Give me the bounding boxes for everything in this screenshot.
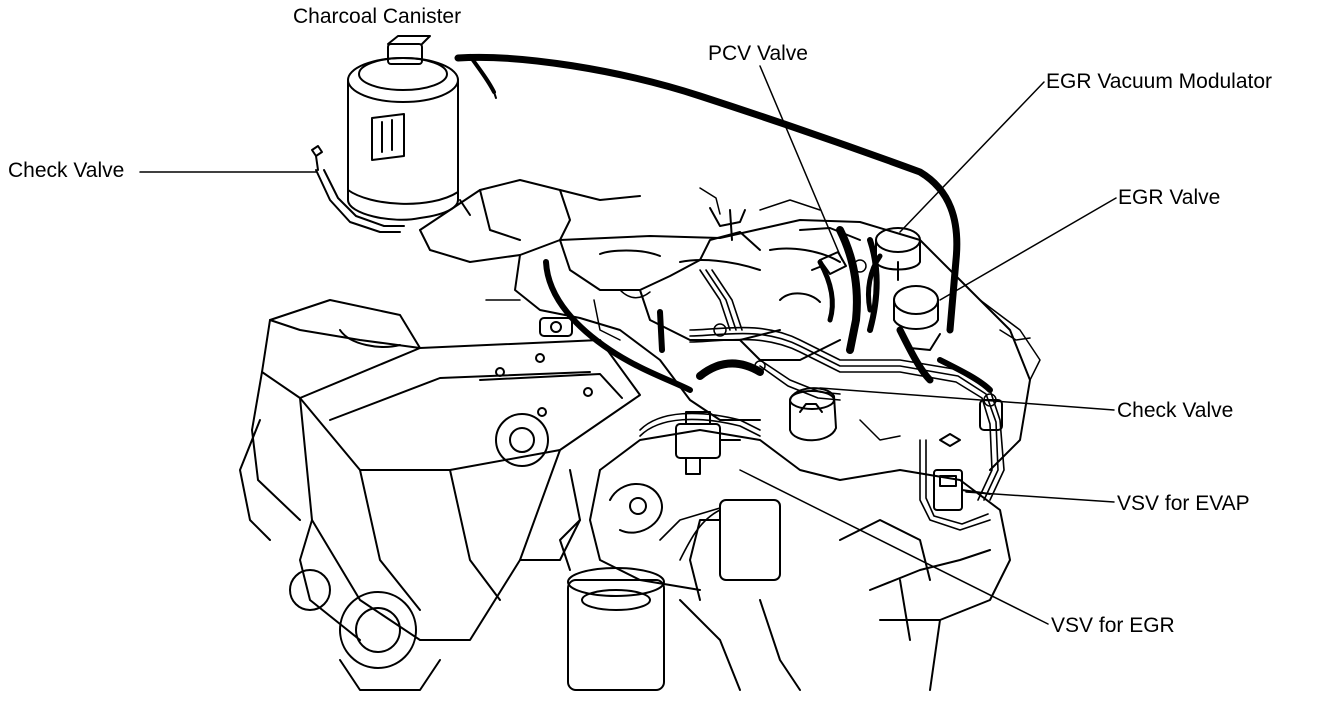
label-egr-vacuum-modulator: EGR Vacuum Modulator <box>1046 70 1273 93</box>
engine-detail <box>485 187 1041 441</box>
label-check-valve-left: Check Valve <box>8 159 125 182</box>
front-pulleys <box>239 419 441 691</box>
label-check-valve-right: Check Valve <box>1117 399 1234 422</box>
vacuum-hose-main <box>454 53 961 334</box>
charcoal-canister <box>347 35 459 221</box>
check-valve-right <box>789 387 837 442</box>
pcv-valve <box>811 251 847 275</box>
label-charcoal-canister: Charcoal Canister <box>293 5 462 28</box>
egr-valve <box>893 285 941 351</box>
label-vsv-for-evap: VSV for EVAP <box>1117 492 1250 515</box>
label-egr-valve: EGR Valve <box>1118 186 1221 209</box>
throttle-body <box>419 179 641 263</box>
leader-lines <box>739 65 1117 625</box>
check-valve-left <box>139 145 405 233</box>
egr-vacuum-modulator <box>865 227 921 313</box>
vsv-for-egr <box>675 411 741 475</box>
vacuum-line-bundle <box>639 269 1005 561</box>
valve-cover <box>251 299 641 641</box>
label-vsv-for-egr: VSV for EGR <box>1051 614 1175 637</box>
label-pcv-valve: PCV Valve <box>708 42 808 65</box>
